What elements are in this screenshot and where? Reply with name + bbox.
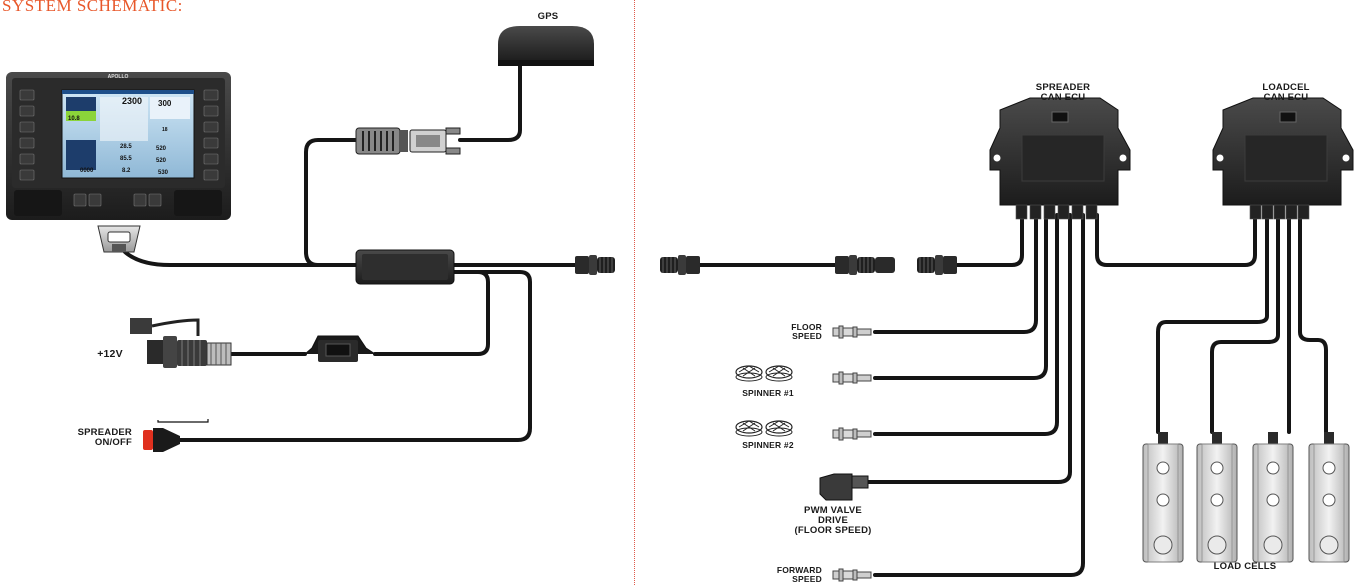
- loadcel-ecu-label: LOADCEL CAN ECU: [1246, 83, 1326, 103]
- spreader-switch: [143, 419, 209, 452]
- display-reading: 520: [156, 146, 167, 152]
- load-cell-4: [1308, 431, 1350, 563]
- pwm-valve-label: PWM VALVE DRIVE (FLOOR SPEED): [780, 506, 886, 536]
- pwm-valve-label-line2: DRIVE: [817, 515, 849, 526]
- spinner-1-sensor: [832, 371, 872, 385]
- power-connector: [130, 318, 232, 368]
- fuse-holder: [304, 335, 376, 362]
- inline-connector-1: [574, 254, 616, 276]
- harness-junction-box: [355, 249, 455, 285]
- gps-label: GPS: [537, 11, 559, 22]
- forward-speed-label-line1: FORWARD: [776, 565, 822, 575]
- floor-speed-label-line2: SPEED: [792, 331, 822, 341]
- display-reading: 8.2: [122, 168, 131, 174]
- schematic-title: SYSTEM SCHEMATIC:: [2, 0, 183, 15]
- display-reading: 300: [158, 99, 172, 108]
- inline-connector-4: [916, 254, 958, 276]
- spinner-2-label: SPINNER #2: [742, 440, 794, 450]
- loadcel-ecu-label-line1: LOADCEL: [1262, 82, 1310, 93]
- display-db-connector: [97, 225, 141, 253]
- pwm-valve-label-line1: PWM VALVE: [804, 505, 862, 516]
- floor-speed-label-line1: FLOOR: [791, 322, 822, 332]
- display-reading: 10.8: [68, 116, 80, 122]
- display-reading: 18: [162, 127, 168, 133]
- display-brand: APOLLO: [108, 74, 129, 80]
- floor-speed-sensor: [832, 325, 872, 339]
- floor-speed-label: FLOOR SPEED: [768, 323, 822, 341]
- spreader-ecu-label-line2: CAN ECU: [1040, 92, 1086, 103]
- forward-speed-sensor: [832, 568, 872, 582]
- display-side-buttons: [19, 89, 219, 207]
- load-cell-1: [1142, 431, 1184, 563]
- section-divider: [634, 0, 635, 585]
- display-reading: 530: [158, 170, 169, 176]
- inline-connector-2: [659, 254, 701, 276]
- display-readings: 2300 300 10.8 28.5 85.5 8.2 520 520 530 0000 18: [68, 96, 172, 176]
- forward-speed-label: FORWARD SPEED: [760, 566, 822, 584]
- display-reading: 2300: [122, 96, 142, 106]
- load-cells-label: LOAD CELLS: [1213, 561, 1277, 572]
- display-reading: 520: [156, 158, 167, 164]
- cables: [123, 43, 1328, 577]
- display-reading: 28.5: [120, 144, 132, 150]
- loadcel-ecu: [1212, 97, 1354, 220]
- pwm-valve-label-line3: (FLOOR SPEED): [794, 525, 872, 536]
- loadcel-ecu-label-line2: CAN ECU: [1263, 92, 1309, 103]
- spreader-ecu-label-line1: SPREADER: [1035, 82, 1091, 93]
- serial-connectors: [355, 127, 461, 155]
- forward-speed-label-line2: SPEED: [792, 574, 822, 584]
- load-cell-3: [1252, 431, 1294, 563]
- spinner-1-label: SPINNER #1: [742, 388, 794, 398]
- spinner-2-sensor: [832, 427, 872, 441]
- power-label: +12V: [97, 348, 123, 360]
- inline-connector-3: [834, 254, 895, 276]
- spreader-switch-label-line2: ON/OFF: [94, 437, 132, 448]
- display-reading: 85.5: [120, 156, 132, 162]
- apollo-display: APOLLO 2300 300 10.8 28.5 85.5 8.2 520 520 530 00…: [6, 72, 231, 220]
- spreader-switch-label-line1: SPREADER: [77, 427, 132, 438]
- load-cell-2: [1196, 431, 1238, 563]
- spreader-ecu-label: SPREADER CAN ECU: [1020, 83, 1106, 103]
- spinner-1-icon: [735, 365, 793, 382]
- pwm-valve-connector: [819, 473, 869, 501]
- spinner-2-icon: [735, 420, 793, 437]
- display-reading: 0000: [80, 168, 94, 174]
- gps-antenna: [498, 26, 594, 66]
- spreader-switch-label: SPREADER ON/OFF: [56, 428, 132, 448]
- spreader-ecu: [989, 97, 1131, 220]
